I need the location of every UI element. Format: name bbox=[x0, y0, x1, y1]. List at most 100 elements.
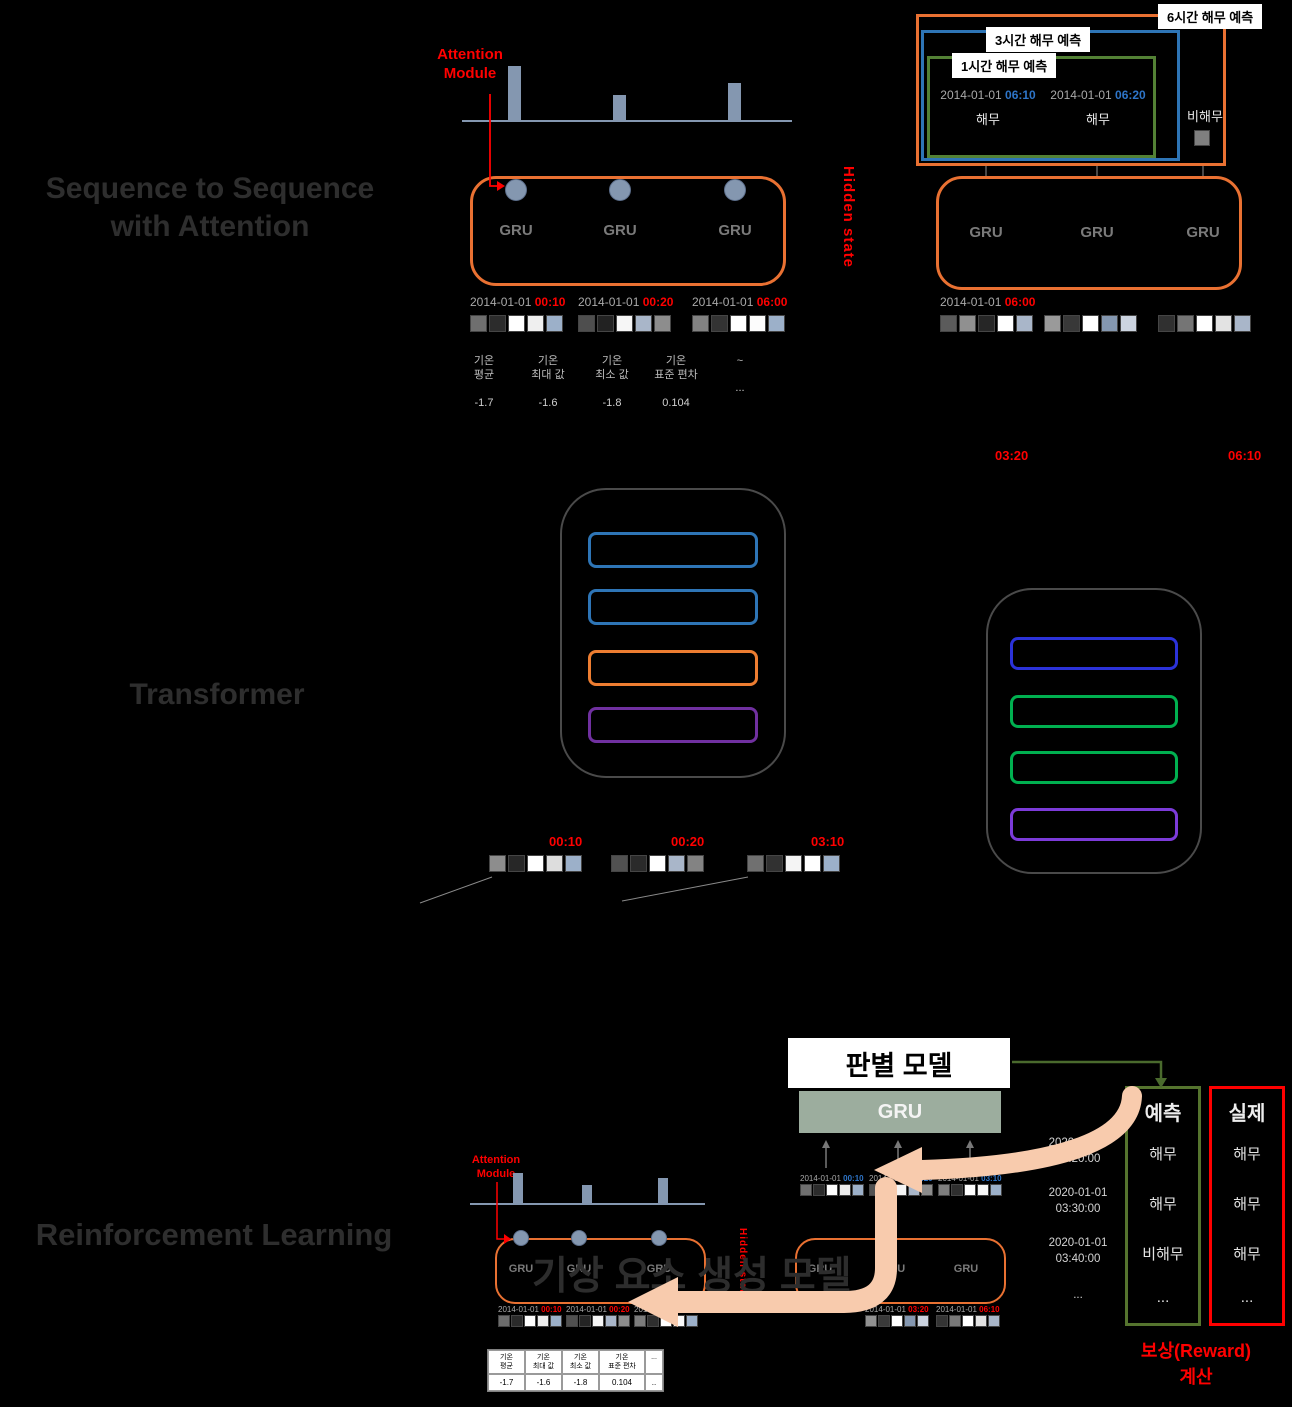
time: 00:20 bbox=[609, 1305, 630, 1314]
feature-cell bbox=[865, 1315, 877, 1327]
timestamp: 00:10 bbox=[549, 834, 582, 849]
feature-value: 0.104 bbox=[599, 1374, 645, 1392]
time: 03:20 bbox=[995, 448, 1029, 463]
feature-cell bbox=[546, 315, 563, 332]
timestamp: 2014-01-01 00:10 bbox=[498, 1305, 562, 1314]
attention-bar bbox=[582, 1185, 592, 1203]
feature-cell bbox=[527, 315, 544, 332]
attention-label-line: Attention bbox=[437, 46, 503, 63]
feature-cell bbox=[964, 1184, 976, 1196]
feature-cell bbox=[618, 1315, 630, 1327]
actual-row: 해무 bbox=[1233, 1246, 1261, 1263]
forecast-result: 비해무 bbox=[1187, 109, 1223, 124]
actual-header: 실제 bbox=[1228, 1103, 1266, 1125]
feature-cell bbox=[1215, 315, 1232, 332]
transformer-decoder-block bbox=[1010, 695, 1178, 728]
feature-cell bbox=[785, 855, 802, 872]
transformer-encoder-box bbox=[560, 488, 786, 778]
feature-cell bbox=[579, 1315, 591, 1327]
transformer-encoder-block bbox=[588, 650, 758, 686]
feature-cell bbox=[649, 855, 666, 872]
feature-cell bbox=[1063, 315, 1080, 332]
time: 00:20 bbox=[642, 295, 674, 309]
attention-weights-chart bbox=[462, 66, 792, 120]
attention-chart-baseline bbox=[470, 1203, 705, 1205]
feature-column: 기온 최소 값 -1.8 bbox=[590, 354, 634, 410]
generator-model-title: 기상 요소 생성 모델 bbox=[532, 1255, 852, 1298]
feature-cell bbox=[975, 1315, 987, 1327]
feature-cell bbox=[647, 1315, 659, 1327]
feature-value: ... bbox=[735, 382, 745, 395]
date: 2014-01-01 bbox=[938, 1174, 979, 1183]
forecast-1h-label: 1시간 해무 예측 bbox=[952, 53, 1057, 78]
feature-cell bbox=[839, 1184, 851, 1196]
feature-cell bbox=[1158, 315, 1175, 332]
feature-value: .. bbox=[645, 1374, 663, 1392]
time: 03:20 bbox=[908, 1305, 929, 1314]
feature-cell bbox=[524, 1315, 536, 1327]
actual-row: 해무 bbox=[1233, 1146, 1261, 1163]
feature-header: 기온 bbox=[665, 355, 687, 367]
feature-header: 기온 bbox=[537, 355, 559, 367]
timestamp: 2014-01-01 00:20 bbox=[578, 295, 673, 309]
feature-vector-strip bbox=[936, 1315, 1000, 1327]
feature-vector-strip bbox=[634, 1315, 698, 1327]
time: 06:10 bbox=[979, 1305, 1000, 1314]
time: 06:20 bbox=[1115, 88, 1146, 102]
time: 03:10 bbox=[811, 834, 845, 849]
feature-cell bbox=[527, 855, 544, 872]
date: 2014-01-01 bbox=[869, 1174, 910, 1183]
timestamp: 2014-01-01 06:10 bbox=[936, 1305, 1000, 1314]
date: 2014-01-01 bbox=[578, 295, 640, 309]
gru-cell-label: GRU bbox=[566, 1263, 592, 1275]
feature-cell bbox=[800, 1184, 812, 1196]
transformer-encoder-block bbox=[588, 532, 758, 568]
attention-label-line: Attention bbox=[471, 1154, 521, 1166]
feature-cell bbox=[730, 315, 747, 332]
feature-cell bbox=[687, 855, 704, 872]
feature-cell bbox=[823, 855, 840, 872]
reward-line: 계산 bbox=[1179, 1367, 1213, 1388]
feature-cell bbox=[962, 1315, 974, 1327]
hidden-state-node bbox=[609, 179, 631, 201]
feature-cell bbox=[852, 1184, 864, 1196]
timestamp: 2014-01-01 03:10 bbox=[938, 1174, 1002, 1183]
hidden-state-node bbox=[724, 179, 746, 201]
feature-header: 기온 bbox=[601, 355, 623, 367]
timestamp: 2014-01-01 03:10 bbox=[634, 1305, 698, 1314]
hidden-state-node bbox=[651, 1230, 667, 1246]
attention-chart-baseline bbox=[462, 120, 792, 122]
feature-column: 기온 평균 -1.7 bbox=[462, 354, 506, 410]
feature-header: ~ bbox=[736, 355, 744, 367]
time: 06:00 bbox=[1004, 295, 1036, 309]
transformer-encoder-block bbox=[588, 589, 758, 625]
hidden-state-label: Hidden state bbox=[840, 166, 857, 269]
feature-cell bbox=[977, 1184, 989, 1196]
time: 00:10 bbox=[843, 1174, 864, 1183]
date: 2014-01-01 bbox=[936, 1305, 977, 1314]
feature-cell bbox=[908, 1184, 920, 1196]
up-arrowhead bbox=[966, 1140, 974, 1148]
timestamp: 2014-01-01 00:20 bbox=[566, 1305, 630, 1314]
date: 2014-01-01 bbox=[800, 1174, 841, 1183]
feature-cell bbox=[804, 855, 821, 872]
feature-column: 기온 최대 값 -1.6 bbox=[526, 354, 570, 410]
discriminator-gru-box: GRU bbox=[799, 1091, 1001, 1133]
prediction-row: 비해무 bbox=[1142, 1246, 1184, 1263]
feature-value: -1.7 bbox=[488, 1374, 525, 1392]
transformer-decoder-block bbox=[1010, 637, 1178, 670]
feature-cell bbox=[489, 855, 506, 872]
feature-cell bbox=[904, 1315, 916, 1327]
feature-cell bbox=[686, 1315, 698, 1327]
feature-vector-strip bbox=[1044, 315, 1137, 332]
section-title-transformer: Transformer bbox=[112, 676, 322, 714]
gru-cell-label: GRU bbox=[880, 1263, 906, 1275]
section-title-seq2seq: Sequence to Sequence with Attention bbox=[18, 170, 402, 245]
feature-cell bbox=[1044, 315, 1061, 332]
forecast-6h-region bbox=[916, 14, 1226, 166]
hidden-state-node bbox=[513, 1230, 529, 1246]
feature-vector-strip bbox=[489, 855, 582, 872]
attention-module-label: Attention Module bbox=[424, 46, 516, 84]
date: 2014-01-01 bbox=[498, 1305, 539, 1314]
feature-cell bbox=[959, 315, 976, 332]
